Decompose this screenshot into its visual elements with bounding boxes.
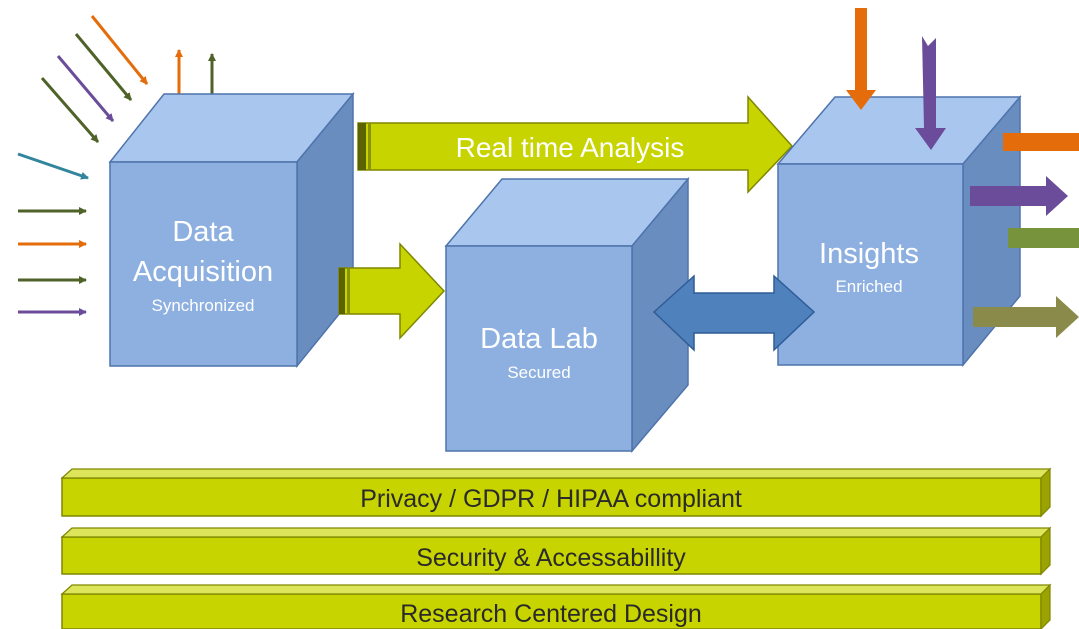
insights-input-arrow bbox=[915, 36, 946, 150]
data-acquisition-cube: Data Acquisition Synchronized bbox=[108, 91, 355, 369]
band-research-label: Research Centered Design bbox=[400, 600, 702, 628]
realtime-label: Real time Analysis bbox=[456, 132, 685, 163]
incoming-arrow bbox=[56, 55, 115, 122]
band-security-label: Security & Accessabillity bbox=[416, 544, 686, 572]
insights-input-arrows bbox=[846, 8, 946, 150]
data-acquisition-title-2: Acquisition bbox=[133, 256, 273, 288]
lab-insights-double-arrow bbox=[652, 274, 816, 352]
acquisition-to-lab-arrow bbox=[338, 242, 446, 340]
band-privacy: Privacy / GDPR / HIPAA compliant bbox=[60, 467, 1052, 518]
insights-subtitle: Enriched bbox=[835, 277, 902, 296]
insights-output-arrows bbox=[970, 133, 1079, 338]
foundation-bands: Privacy / GDPR / HIPAA compliant Securit… bbox=[60, 467, 1052, 629]
data-lab-subtitle: Secured bbox=[507, 363, 570, 382]
insights-title: Insights bbox=[819, 238, 919, 270]
incoming-arrow bbox=[74, 33, 133, 101]
insights-cube: Insights Enriched bbox=[776, 94, 1022, 368]
data-acquisition-title-1: Data bbox=[172, 216, 234, 248]
incoming-arrow bbox=[90, 15, 149, 85]
data-acquisition-subtitle: Synchronized bbox=[151, 296, 254, 315]
data-lab-title: Data Lab bbox=[480, 323, 598, 355]
incoming-arrow bbox=[40, 77, 100, 143]
insights-output-arrow bbox=[970, 176, 1068, 216]
realtime-arrow: Real time Analysis bbox=[357, 95, 794, 194]
insights-output-arrow bbox=[1008, 228, 1079, 248]
band-privacy-label: Privacy / GDPR / HIPAA compliant bbox=[360, 485, 742, 513]
data-lab-cube: Data Lab Secured bbox=[444, 176, 690, 454]
insights-input-arrow bbox=[846, 8, 876, 110]
incoming-arrow bbox=[17, 152, 89, 180]
band-research: Research Centered Design bbox=[60, 583, 1052, 629]
band-security: Security & Accessabillity bbox=[60, 526, 1052, 576]
insights-output-arrow bbox=[1003, 133, 1079, 151]
insights-output-arrow bbox=[973, 296, 1079, 338]
